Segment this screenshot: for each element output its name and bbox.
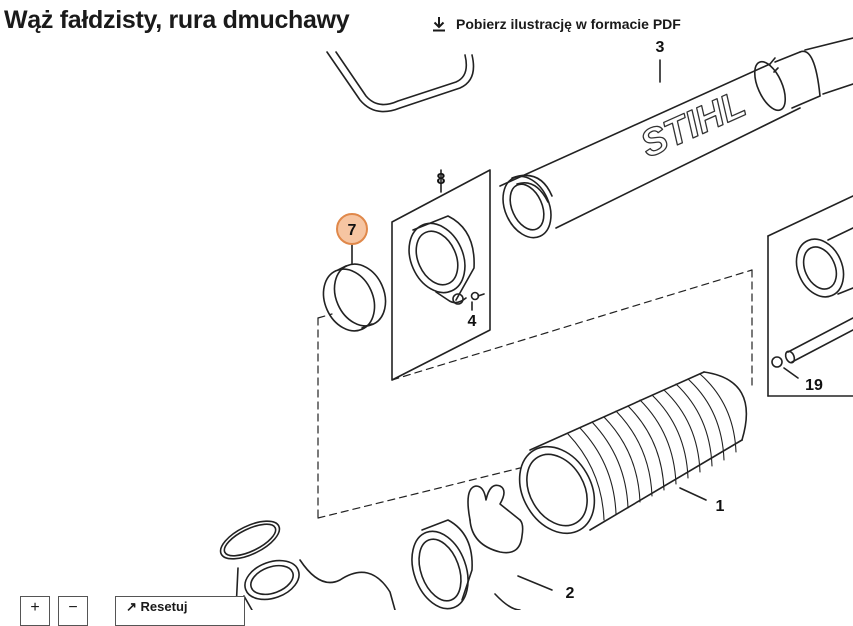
corrugated-hose-drawing [518, 371, 748, 535]
part-label-3[interactable]: 3 [656, 39, 665, 56]
page-title: Wąż fałdzisty, rura dmuchawy [4, 6, 350, 34]
zoom-out-button[interactable]: − [58, 596, 88, 626]
part-label-19[interactable]: 19 [805, 377, 823, 394]
parts-diagram: STIHL [219, 37, 853, 610]
stihl-logo-text: STIHL [635, 83, 752, 166]
spring-clip-drawing [467, 484, 524, 554]
blower-tube-drawing: STIHL [499, 37, 853, 239]
inset-box-part-19 [767, 195, 853, 397]
reset-label: Resetuj [140, 599, 188, 614]
elbow-pipe-drawing [235, 559, 396, 610]
assembly-dashed-lines [317, 269, 753, 519]
plus-icon: + [30, 599, 40, 616]
reset-arrow-icon: ↗ [126, 599, 137, 614]
inset-box-part-8 [391, 169, 491, 381]
reset-view-button[interactable]: ↗ Resetuj [115, 596, 245, 626]
zoom-in-button[interactable]: + [20, 596, 50, 626]
clamp-part-2-drawing [411, 519, 553, 610]
ring-part-7-drawing [322, 244, 387, 332]
zoom-controls: + − ↗ Resetuj [0, 594, 853, 626]
part-label-1[interactable]: 1 [716, 498, 725, 515]
part-label-4[interactable]: 4 [468, 313, 477, 330]
part-label-7[interactable]: 7 [348, 222, 357, 239]
highlight-part-7-marker[interactable] [336, 213, 368, 245]
download-pdf-link[interactable]: Pobierz ilustrację w formacie PDF [431, 16, 681, 32]
minus-icon: − [68, 599, 78, 616]
part-label-2[interactable]: 2 [566, 585, 575, 602]
part-label-8[interactable]: 8 [437, 171, 446, 188]
oring-drawing [219, 520, 281, 560]
download-icon [431, 16, 447, 32]
download-pdf-label: Pobierz ilustrację w formacie PDF [456, 16, 681, 32]
frame-handle-drawing [326, 51, 475, 113]
